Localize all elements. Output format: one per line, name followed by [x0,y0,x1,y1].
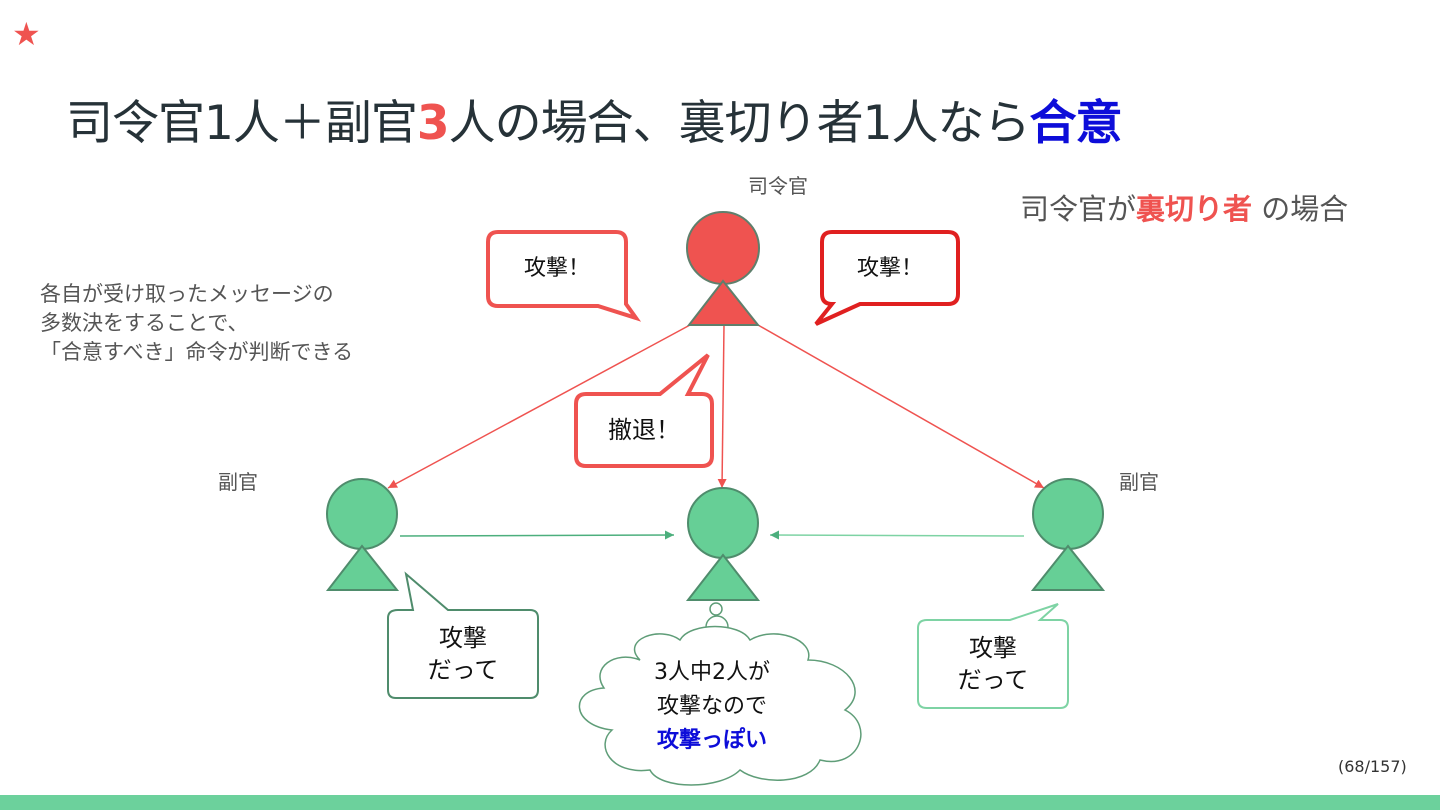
bubble-text-lt-left: 攻撃 だって [388,622,538,686]
slide-title: 司令官1人＋副官3人の場合、裏切り者1人なら合意 [66,84,1123,153]
speech-bubble-cmd-center [574,353,714,468]
bubble-line: 攻撃 [439,624,487,652]
explanation-note: 各自が受け取ったメッセージの 多数決をすることで、 「合意すべき」命令が判断でき… [40,280,353,367]
thought-line: 攻撃なので [656,694,767,719]
arrow-cmd-to-center [717,324,727,489]
lieutenant-right-figure [1030,478,1106,591]
case-label-highlight: 裏切り者 [1136,192,1253,226]
arrow-right-to-center [769,530,1025,540]
note-line: 各自が受け取ったメッセージの [40,282,334,306]
lieutenant-left-figure [325,478,400,591]
bubble-line: 攻撃 [969,634,1017,662]
case-label-part1: 司令官が [1020,192,1137,226]
lieutenant-right-label: 副官 [1119,470,1159,494]
case-label: 司令官が裏切り者 の場合 [1020,186,1348,228]
bubble-text-cmd-left: 攻撃！ [523,256,590,281]
speech-bubble-lt-right [917,603,1069,709]
commander-figure [686,211,761,326]
commander-label: 司令官 [748,174,808,198]
bubble-line: だって [957,666,1029,694]
lieutenant-left-label: 副官 [218,470,258,494]
case-label-part2: の場合 [1252,192,1349,226]
bubble-text-cmd-center: 撤退！ [608,416,680,444]
title-number: 3 [416,96,450,151]
star-icon: ★ [12,15,41,53]
title-highlight: 合意 [1029,96,1123,151]
speech-bubble-cmd-right [814,230,960,326]
speech-bubble-lt-left [387,571,539,699]
speech-bubble-cmd-left [486,230,642,322]
lieutenant-center-figure [685,487,761,601]
note-line: 多数決をすることで、 [40,311,249,335]
bubble-text-cmd-right: 攻撃！ [856,256,923,281]
bubble-text-lt-right: 攻撃 だって [918,632,1068,696]
thought-line: 3人中2人が [654,660,770,685]
arrow-cmd-to-right [757,324,1045,489]
title-part1: 司令官1人＋副官 [66,96,418,151]
title-part2: 人の場合、裏切り者1人なら [448,96,1031,151]
page-number: (68/157) [1338,757,1407,776]
note-line: 「合意すべき」命令が判断できる [40,340,354,364]
thought-bubble [578,602,862,786]
thought-highlight: 攻撃っぽい [656,728,767,753]
arrow-cmd-to-left [387,324,691,489]
bottom-accent-bar [0,795,1440,810]
thought-text: 3人中2人が 攻撃なので 攻撃っぽい [612,656,812,758]
arrow-left-to-center [399,530,675,540]
bubble-line: だって [427,656,499,684]
